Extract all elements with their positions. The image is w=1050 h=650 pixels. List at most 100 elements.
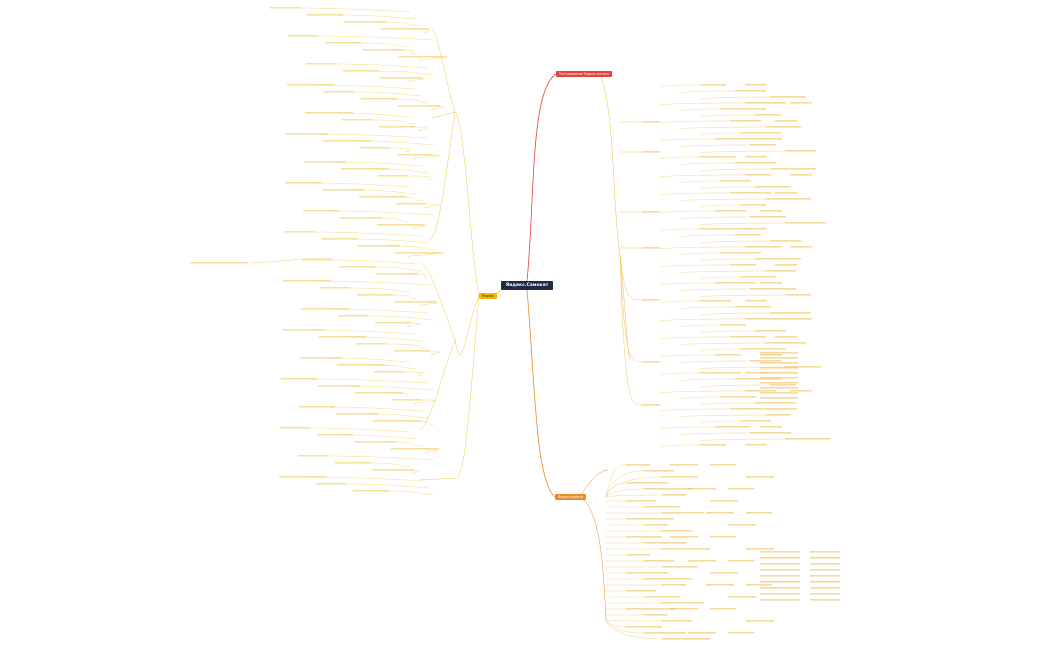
edge-bot-leaf <box>605 488 645 498</box>
node-top-leaf <box>765 342 806 344</box>
edge-left-leaf <box>407 175 435 181</box>
node-bot-leaf3 <box>710 464 736 466</box>
edge-top-leaf <box>659 192 731 196</box>
node-top-leaf2 <box>775 192 797 194</box>
edge-left-1a <box>431 27 456 113</box>
node-left-leaf <box>281 378 317 380</box>
node-top-leaf <box>740 132 781 134</box>
edge-left-1c <box>429 111 456 241</box>
node-bot-leaf <box>644 524 668 526</box>
edge-top-leaf <box>679 252 721 256</box>
node-bot-leaf <box>662 602 704 604</box>
edge-left-leaf <box>368 266 423 272</box>
node-bot-far <box>760 569 800 571</box>
edge-top-leaf <box>659 372 701 376</box>
node-left-leaf <box>325 42 361 44</box>
edge-left-3 <box>456 295 480 479</box>
edge-top-leaf <box>699 348 741 352</box>
branch-node-left[interactable]: Яндекс <box>479 293 498 299</box>
edge-top-leaf <box>699 330 756 334</box>
node-bot-leaf <box>626 608 674 610</box>
node-top-leaf <box>765 126 801 128</box>
edge-top-leaf <box>679 126 766 130</box>
edge-top-leaf <box>699 240 771 244</box>
node-bot-leaf <box>662 512 704 514</box>
edge-top-leaf <box>679 360 751 364</box>
edge-top-leaf <box>659 336 731 340</box>
node-left-leaf <box>301 308 349 310</box>
node-left-leaf <box>394 301 436 303</box>
node-bot-leaf <box>626 482 668 484</box>
node-left-leaf <box>321 238 357 240</box>
edge-top-trunk <box>599 73 621 256</box>
edge-top-leaf <box>679 144 751 148</box>
edge-left-leaf <box>408 126 427 132</box>
node-bot-leaf3 <box>710 608 736 610</box>
node-top-leaf2 <box>790 102 812 104</box>
node-bot-far2 <box>810 569 840 571</box>
edge-top-leaf <box>699 438 786 442</box>
node-top-leaf <box>715 210 746 212</box>
node-bot-far <box>760 557 800 559</box>
edge-top-leaf <box>679 396 721 400</box>
edge-left-leaf <box>386 294 417 300</box>
node-bot-leaf2 <box>710 572 738 574</box>
edge-left-leaf <box>413 154 441 160</box>
node-left-leaf <box>286 133 328 135</box>
edge-bot-leaf <box>605 619 663 622</box>
edge-top-leaf <box>659 354 716 358</box>
node-top-leaf <box>785 294 811 296</box>
node-top-leaf <box>740 204 766 206</box>
node-top-leaf <box>745 174 771 176</box>
node-top-leaf <box>770 168 816 170</box>
branch-node-top[interactable]: Тестирование Яндекс.аптеки <box>556 71 612 77</box>
node-top-hub <box>642 247 660 249</box>
node-top-leaf <box>740 420 771 422</box>
node-left-leaf <box>322 189 364 191</box>
node-bot-leaf <box>662 638 710 640</box>
node-top-far <box>760 357 798 359</box>
edge-top-leaf <box>679 414 766 418</box>
edge-left-leaf <box>309 427 411 433</box>
node-left-leaf <box>340 217 382 219</box>
edge-top-leaf <box>699 150 786 154</box>
node-bot-far <box>760 587 800 589</box>
node-top-leaf <box>735 378 781 380</box>
node-top-leaf <box>720 396 756 398</box>
node-bot-leaf <box>626 554 650 556</box>
edge-top-leaf <box>659 390 746 394</box>
node-bot-leaf <box>662 494 686 496</box>
node-left-leaf <box>338 315 368 317</box>
node-top-leaf <box>765 270 796 272</box>
edge-bot-leaf <box>605 494 663 498</box>
node-bot-leaf <box>644 542 686 544</box>
edge-top-leaf <box>699 258 756 262</box>
node-bot-leaf <box>644 632 686 634</box>
node-top-hub <box>642 299 660 301</box>
edge-bot-trunk <box>579 496 607 621</box>
edge-top-leaf <box>659 318 746 322</box>
root-node[interactable]: Яндекс.Самокат <box>501 281 553 290</box>
edge-left-leaf <box>404 322 421 328</box>
edge-left-leaf <box>389 147 411 153</box>
edge-left-1b <box>431 111 456 119</box>
edge-left-leaf <box>299 7 411 13</box>
node-left-leaf <box>341 168 389 170</box>
node-bot-far <box>760 593 800 595</box>
branch-node-bottom[interactable]: Яндекс.работа <box>555 494 586 500</box>
node-top-far <box>760 377 798 379</box>
node-left-leaf <box>381 28 429 30</box>
node-top-leaf2 <box>760 426 782 428</box>
node-top-leaf <box>745 246 781 248</box>
edge-top-leaf <box>679 216 751 220</box>
node-top-leaf <box>785 366 821 368</box>
node-left-leaf <box>377 224 425 226</box>
node-left-leaf <box>324 91 354 93</box>
node-left-leaf <box>354 441 396 443</box>
node-bot-leaf <box>644 596 680 598</box>
edge-left-leaf <box>346 434 417 440</box>
node-top-far <box>760 397 798 399</box>
node-top-leaf <box>720 252 761 254</box>
node-bot-leaf <box>662 584 686 586</box>
edge-top-leaf <box>659 444 701 448</box>
